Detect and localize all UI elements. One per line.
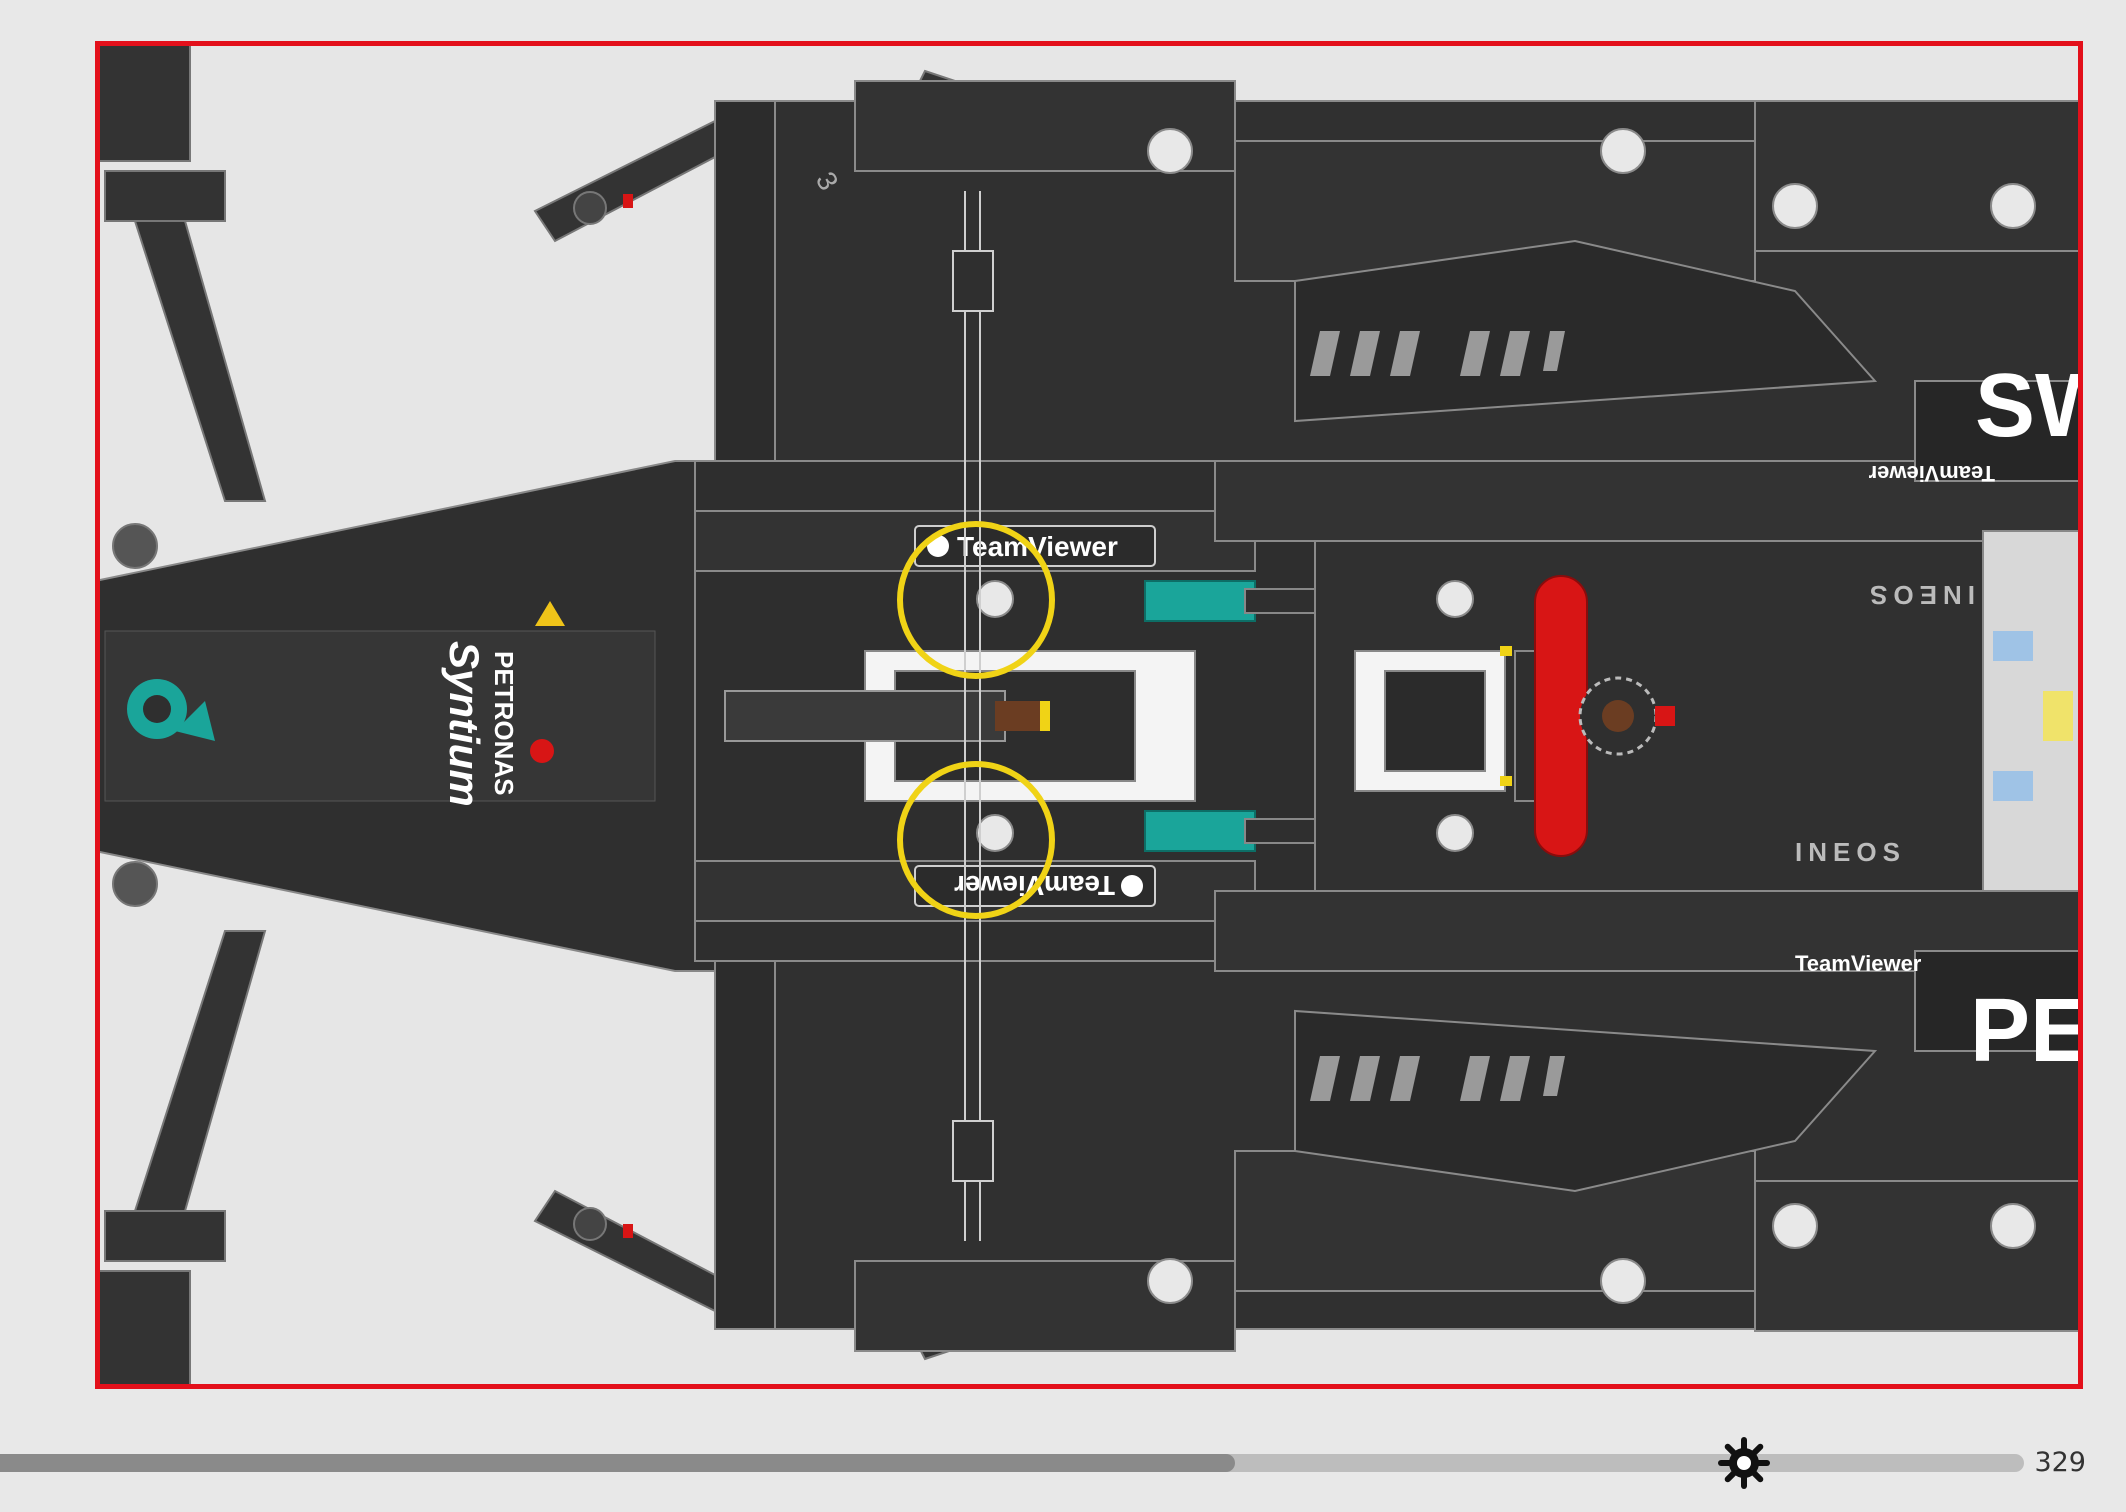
rear-light-parts	[1982, 530, 2083, 892]
highlight-callouts	[897, 521, 1055, 919]
nose-cone: PETRONAS Syntium	[95, 460, 776, 972]
syntium-text: Syntium	[441, 641, 488, 807]
sponsor-decals: TeamViewer TeamViewer TeamViewer TeamVie…	[810, 167, 2083, 1082]
upper-connection-highlight	[897, 521, 1055, 679]
lower-connection-highlight	[897, 761, 1055, 919]
page-number: 329	[2034, 1447, 2086, 1478]
ineos-top-label: INEOS	[1864, 580, 1975, 610]
instruction-illustration: PETRONAS Syntium	[95, 41, 2083, 1389]
petronas-text: PETRONAS	[489, 651, 519, 795]
ineos-bottom-label: INEOS	[1795, 837, 1906, 867]
progress-fill	[0, 1454, 1235, 1472]
central-mechanism	[724, 646, 1556, 802]
gear-icon	[1718, 1437, 1770, 1489]
teamviewer-right-top-label: TeamViewer	[1868, 461, 1995, 486]
axle-lines	[952, 191, 994, 1241]
teamviewer-right-bottom-label: TeamViewer	[1795, 951, 1922, 976]
team-logo	[127, 679, 215, 741]
teal-connectors	[1144, 580, 1316, 852]
progress-bar	[0, 1454, 2024, 1472]
side-decal-bottom: PE	[1970, 981, 2083, 1081]
radiator-slats	[1310, 331, 1565, 1101]
side-decal-top: SW	[1975, 356, 2083, 456]
red-lever	[1534, 575, 1675, 857]
